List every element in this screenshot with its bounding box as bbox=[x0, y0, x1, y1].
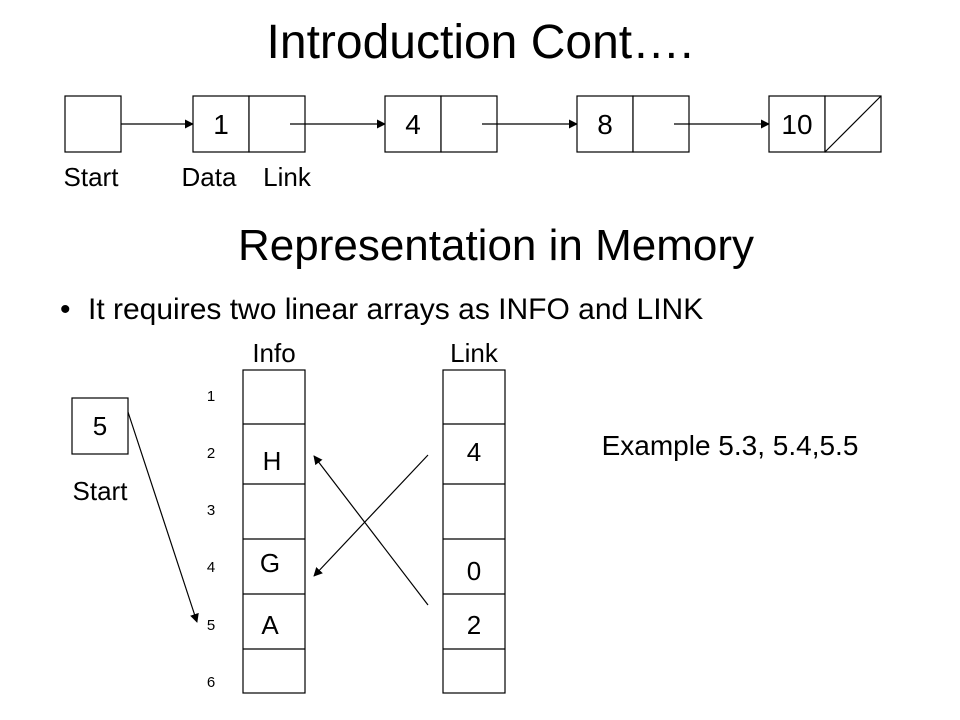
index-3: 3 bbox=[207, 502, 215, 519]
node2-data: 4 bbox=[405, 109, 421, 140]
info-array-outline bbox=[242, 369, 306, 694]
info-cell-4: G bbox=[260, 548, 280, 578]
arrow-link5-to-info2 bbox=[313, 455, 429, 606]
arrow-start-to-info5 bbox=[127, 411, 199, 623]
info-header: Info bbox=[252, 338, 295, 368]
index-4: 4 bbox=[207, 559, 215, 576]
memory-start-label: Start bbox=[73, 476, 129, 506]
index-6: 6 bbox=[207, 674, 215, 691]
start-pointer-box bbox=[64, 95, 122, 153]
memory-start-value: 5 bbox=[93, 411, 107, 441]
list-link-label: Link bbox=[263, 162, 312, 192]
index-5: 5 bbox=[207, 617, 215, 634]
link-header: Link bbox=[450, 338, 499, 368]
link-cell-2: 4 bbox=[467, 437, 481, 467]
index-1: 1 bbox=[207, 388, 215, 405]
info-cell-5: A bbox=[261, 610, 279, 640]
bullet-text: It requires two linear arrays as INFO an… bbox=[88, 293, 703, 326]
slide-title: Introduction Cont…. bbox=[267, 16, 694, 69]
list-data-label: Data bbox=[182, 162, 237, 192]
info-array bbox=[242, 369, 306, 694]
node3-data: 8 bbox=[597, 109, 613, 140]
null-link-slash bbox=[824, 95, 882, 153]
link-cell-4: 0 bbox=[467, 556, 481, 586]
info-cell-2: H bbox=[263, 446, 282, 476]
memory-start-box bbox=[71, 397, 129, 455]
list-start-label: Start bbox=[64, 162, 120, 192]
node4-data: 10 bbox=[781, 109, 812, 140]
index-2: 2 bbox=[207, 445, 215, 462]
example-reference: Example 5.3, 5.4,5.5 bbox=[602, 430, 859, 461]
arrow-link2-to-info4 bbox=[313, 454, 429, 577]
link-array-outline bbox=[442, 369, 506, 694]
section-heading: Representation in Memory bbox=[238, 221, 754, 270]
link-array bbox=[442, 369, 506, 694]
node2-data-box bbox=[384, 95, 442, 153]
node3-data-box bbox=[576, 95, 634, 153]
node1-data: 1 bbox=[213, 109, 229, 140]
link-cell-5: 2 bbox=[467, 610, 481, 640]
bullet-dot: • bbox=[60, 293, 71, 326]
